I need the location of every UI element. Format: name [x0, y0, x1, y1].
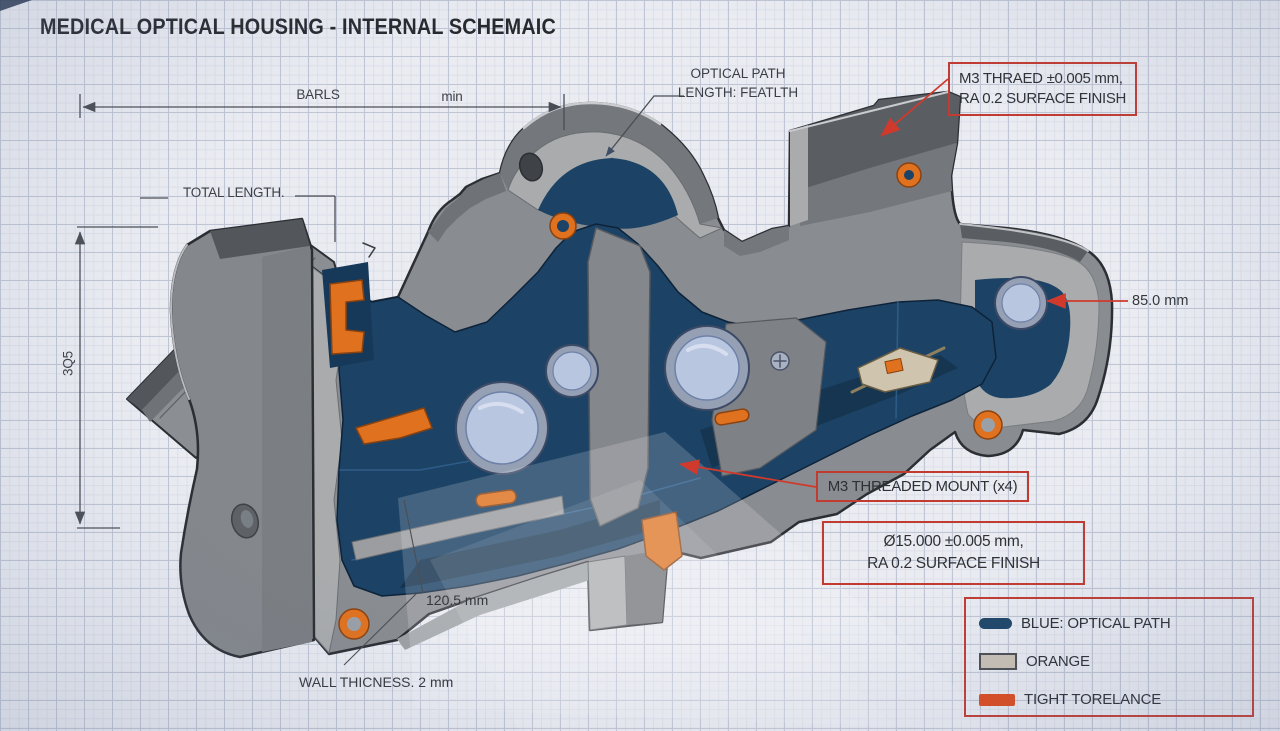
legend-item-orange: ORANGE [979, 653, 1252, 670]
lens-large-center [664, 325, 750, 411]
blue-swatch-icon [979, 618, 1012, 629]
beige-swatch-icon [979, 653, 1017, 670]
optical-path-line2: LENGTH: FEATLTH [677, 85, 799, 100]
legend-item-blue: BLUE: OPTICAL PATH [979, 615, 1252, 632]
bore-spec-callout: Ø15.000 ±0.005 mm, RA 0.2 SURFACE FINISH [822, 521, 1085, 585]
optical-path-callout: OPTICAL PATH LENGTH: FEATLTH [664, 64, 812, 102]
legend-label: ORANGE [1026, 653, 1090, 670]
lens-bore-right [994, 276, 1048, 330]
top-dimension-label-left: BARLS [296, 87, 340, 102]
thread-spec-callout: M3 THRAED ±0.005 mm, RA 0.2 SURFACE FINI… [948, 62, 1137, 116]
legend: BLUE: OPTICAL PATH ORANGE TIGHT TORELANC… [964, 597, 1254, 717]
dimension-lines [74, 94, 684, 666]
legend-item-tolerance: TIGHT TORELANCE [979, 691, 1252, 708]
thread-spec-line1: M3 THRAED ±0.005 mm, [959, 70, 1123, 87]
lens-large-left [455, 381, 549, 475]
length-dimension-label: 120.5 mm [426, 592, 489, 608]
red-leaders [679, 78, 1128, 488]
top-dimension-label-right: min [441, 89, 463, 104]
tight-tolerance-wedge [355, 407, 433, 445]
bore-spec-line2: RA 0.2 SURFACE FINISH [867, 555, 1040, 572]
total-length-label: TOTAL LENGTH. [183, 185, 285, 200]
wall-thickness-label: WALL THICNESS. 2 mm [299, 674, 454, 690]
legend-label: BLUE: OPTICAL PATH [1021, 615, 1171, 632]
tight-tolerance-bracket [329, 279, 365, 355]
glare [398, 432, 1005, 731]
adjuster-mechanism [850, 346, 946, 394]
lens-small-left [545, 344, 599, 398]
phillips-screw [770, 351, 790, 371]
bore-spec-line1: Ø15.000 ±0.005 mm, [883, 533, 1024, 550]
bore-diameter-label: 85.0 mm [1132, 293, 1189, 309]
paper-corner [0, 0, 32, 11]
optical-path-line1: OPTICAL PATH [690, 66, 786, 81]
legend-label: TIGHT TORELANCE [1024, 691, 1162, 708]
mount-callout: M3 THREADED MOUNT (x4) [816, 471, 1029, 502]
height-dimension-label: 3Q5 [60, 351, 76, 376]
orange-swatch-icon [979, 693, 1015, 706]
tight-tolerance-screws [475, 408, 750, 571]
housing [126, 90, 1114, 659]
page-title: MEDICAL OPTICAL HOUSING - INTERNAL SCHEM… [40, 14, 556, 39]
thread-spec-line2: RA 0.2 SURFACE FINISH [959, 90, 1127, 107]
tight-tolerance-rings [338, 162, 1003, 640]
